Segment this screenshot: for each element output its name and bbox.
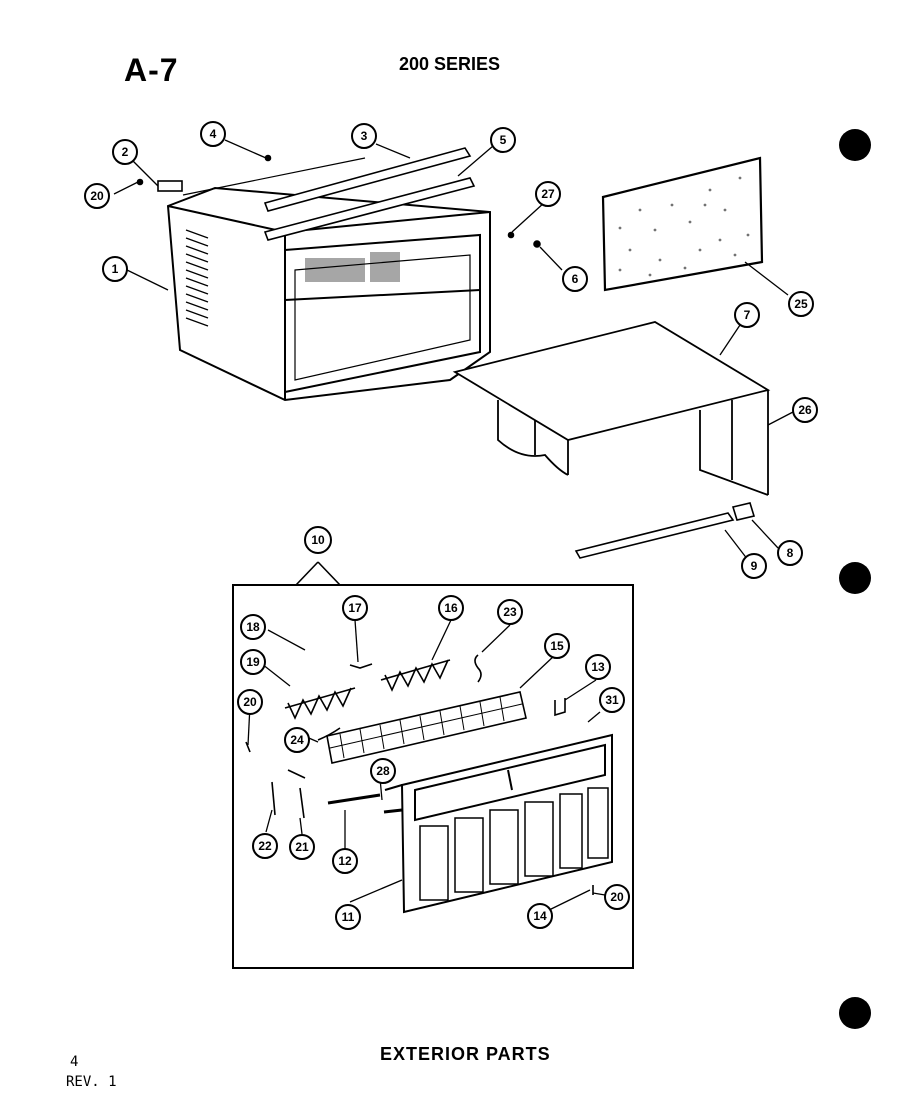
- svg-text:2: 2: [122, 145, 129, 159]
- callout-1: 1: [102, 256, 128, 282]
- callout-25: 25: [788, 291, 814, 317]
- callout-13: 13: [585, 654, 611, 680]
- svg-text:21: 21: [295, 840, 309, 854]
- svg-text:20: 20: [243, 695, 257, 709]
- callout-23: 23: [497, 599, 523, 625]
- clip-parts: [245, 654, 594, 895]
- louver-panel: [326, 691, 527, 764]
- svg-text:28: 28: [376, 764, 390, 778]
- svg-text:12: 12: [338, 854, 352, 868]
- callout-17: 17: [342, 595, 368, 621]
- grille-assembly-box: [232, 561, 634, 969]
- side-rail: [263, 177, 476, 241]
- callout-26: 26: [792, 397, 818, 423]
- callout-7: 7: [734, 302, 760, 328]
- svg-text:11: 11: [342, 910, 355, 924]
- callout-4: 4: [200, 121, 226, 147]
- callout-8: 8: [777, 540, 803, 566]
- svg-text:14: 14: [533, 909, 547, 923]
- top-cover: [452, 321, 771, 496]
- svg-text:26: 26: [798, 403, 812, 417]
- svg-text:13: 13: [591, 660, 605, 674]
- page-number: 4: [70, 1054, 79, 1070]
- svg-text:20: 20: [90, 189, 104, 203]
- svg-text:16: 16: [444, 601, 458, 615]
- svg-text:18: 18: [246, 620, 260, 634]
- binder-hole-top: [839, 129, 871, 161]
- callout-3: 3: [351, 123, 377, 149]
- svg-text:23: 23: [503, 605, 517, 619]
- svg-text:8: 8: [787, 546, 794, 560]
- binder-hole-middle: [839, 562, 871, 594]
- cabinet-shell: [166, 186, 491, 402]
- svg-text:25: 25: [794, 297, 808, 311]
- front-grille-panel: [384, 733, 613, 914]
- callout-5: 5: [490, 127, 516, 153]
- binder-hole-bottom: [839, 997, 871, 1029]
- screw-part: [136, 154, 541, 248]
- svg-text:4: 4: [210, 127, 217, 141]
- callout-20-c: 20: [604, 884, 630, 910]
- vane-set: [284, 659, 451, 720]
- callout-18: 18: [240, 614, 266, 640]
- series-title: 200 SERIES: [399, 54, 501, 74]
- callout-15: 15: [544, 633, 570, 659]
- callout-6: 6: [562, 266, 588, 292]
- base-strip: [574, 502, 756, 559]
- callout-11: 11: [335, 904, 361, 930]
- callout-24: 24: [284, 727, 310, 753]
- svg-text:20: 20: [610, 890, 624, 904]
- svg-text:31: 31: [605, 693, 619, 707]
- callout-20-b: 20: [237, 689, 263, 715]
- callout-31: 31: [599, 687, 625, 713]
- callout-28: 28: [370, 758, 396, 784]
- revision-label: REV. 1: [66, 1074, 117, 1090]
- svg-text:9: 9: [751, 559, 758, 573]
- svg-text:19: 19: [246, 655, 260, 669]
- svg-text:17: 17: [348, 601, 362, 615]
- page-code: A-7: [124, 52, 179, 88]
- svg-text:15: 15: [550, 639, 564, 653]
- callout-2: 2: [112, 139, 138, 165]
- callout-16: 16: [438, 595, 464, 621]
- callout-9: 9: [741, 553, 767, 579]
- svg-text:27: 27: [541, 187, 555, 201]
- callout-19: 19: [240, 649, 266, 675]
- callout-12: 12: [332, 848, 358, 874]
- callout-10: 10: [304, 526, 332, 554]
- svg-text:22: 22: [258, 839, 272, 853]
- svg-text:24: 24: [290, 733, 304, 747]
- svg-text:3: 3: [361, 129, 368, 143]
- svg-text:10: 10: [311, 533, 325, 547]
- diagram-caption: EXTERIOR PARTS: [380, 1044, 551, 1064]
- svg-text:5: 5: [500, 133, 507, 147]
- callout-27: 27: [535, 181, 561, 207]
- svg-text:6: 6: [572, 272, 579, 286]
- svg-text:1: 1: [112, 262, 119, 276]
- air-filter: [601, 156, 764, 292]
- top-rail: [263, 147, 472, 212]
- callout-20-a: 20: [84, 183, 110, 209]
- callout-21: 21: [289, 834, 315, 860]
- callout-14: 14: [527, 903, 553, 929]
- callout-22: 22: [252, 833, 278, 859]
- svg-text:7: 7: [744, 308, 751, 322]
